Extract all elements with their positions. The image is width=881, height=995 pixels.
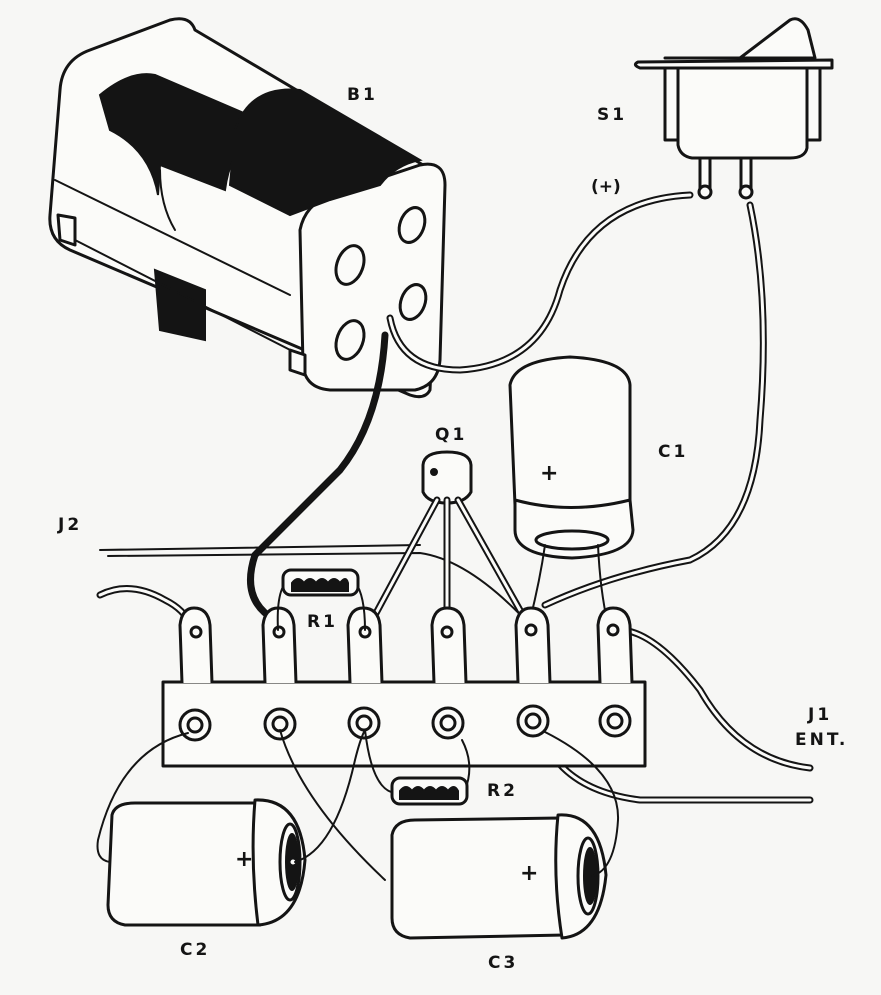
label-r1: R1 [307,612,338,632]
label-j1-ent: ENT. [795,730,848,750]
label-c3: C3 [488,953,518,973]
wire-j2 [99,544,421,551]
label-c2: C2 [180,940,210,960]
c2-polarity: + [235,847,253,872]
label-j1: J1 [807,705,832,725]
label-s1: S1 [597,105,627,125]
c1-polarity: + [540,461,558,486]
resistor-r1 [276,568,366,631]
rocker-switch-s1 [633,17,834,200]
capacitor-c2 [96,731,365,927]
capacitor-c1 [508,355,635,626]
wire-battery-negative [247,331,389,624]
label-b1: B1 [347,85,378,105]
capacitor-c3 [279,729,620,940]
label-q1: Q1 [435,425,467,445]
label-c1: C1 [658,442,688,462]
c3-polarity: + [520,861,538,886]
resistor-r2 [364,729,471,806]
lug-5 [514,606,552,684]
lug-1 [178,606,214,684]
label-switch-positive: (+) [591,177,621,197]
label-r2: R2 [487,781,518,801]
transistor-q1 [364,450,534,632]
lug-4 [430,606,468,684]
terminal-strip [161,606,647,768]
lug-6 [596,606,634,684]
lug-2 [261,606,298,684]
battery-holder-b1 [48,17,447,399]
label-j2: J2 [57,515,82,535]
